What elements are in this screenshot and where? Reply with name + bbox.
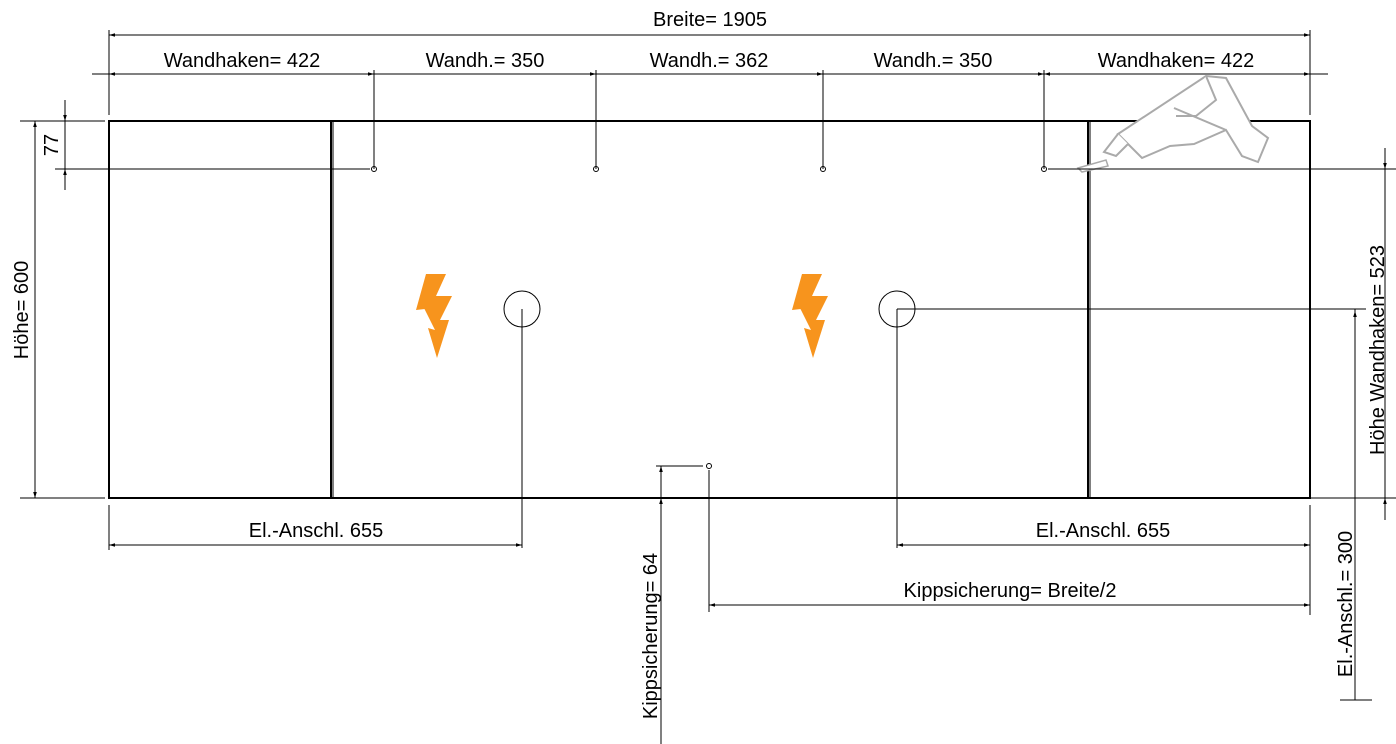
top-offset-label: 77 bbox=[41, 134, 63, 156]
electric-right-label: El.-Anschl. 655 bbox=[1036, 520, 1171, 542]
hook-height-dimension: Höhe Wandhaken= 523 bbox=[1048, 148, 1396, 520]
hook-segment-5-label: Wandhaken= 422 bbox=[1098, 50, 1255, 72]
width-dimension: Breite= 1905 bbox=[108, 9, 1311, 115]
drill-icon bbox=[1076, 74, 1270, 173]
tilt-protection: Kippsicherung= 64 Kippsicherung= Breite/… bbox=[640, 463, 1310, 744]
hook-segment-4-label: Wandh.= 350 bbox=[874, 50, 993, 72]
wall-hook-points bbox=[371, 166, 1047, 172]
top-offset-dimension: 77 bbox=[41, 100, 370, 190]
electric-height-label: El.-Anschl.= 300 bbox=[1335, 531, 1357, 677]
width-label: Breite= 1905 bbox=[653, 9, 767, 31]
tilt-horizontal-label: Kippsicherung= Breite/2 bbox=[904, 580, 1117, 602]
height-label: Höhe= 600 bbox=[11, 261, 33, 359]
hook-segment-2-label: Wandh.= 350 bbox=[426, 50, 545, 72]
height-dimension: Höhe= 600 bbox=[11, 120, 105, 499]
lightning-icon bbox=[792, 274, 828, 358]
electric-distance-right: El.-Anschl. 655 bbox=[897, 505, 1311, 615]
hook-segment-1-label: Wandhaken= 422 bbox=[164, 50, 321, 72]
hook-height-label: Höhe Wandhaken= 523 bbox=[1367, 245, 1389, 455]
wall-hook-dimensions: Wandhaken= 422 Wandh.= 350 Wandh.= 362 W… bbox=[92, 50, 1328, 169]
hook-segment-3-label: Wandh.= 362 bbox=[650, 50, 769, 72]
electric-left-label: El.-Anschl. 655 bbox=[249, 520, 384, 542]
electric-distance-left: El.-Anschl. 655 bbox=[108, 505, 522, 550]
lightning-icon bbox=[416, 274, 452, 358]
electric-connections bbox=[503, 290, 1366, 548]
electric-height-dimension: El.-Anschl.= 300 bbox=[1335, 309, 1372, 701]
tilt-vertical-label: Kippsicherung= 64 bbox=[640, 553, 662, 719]
